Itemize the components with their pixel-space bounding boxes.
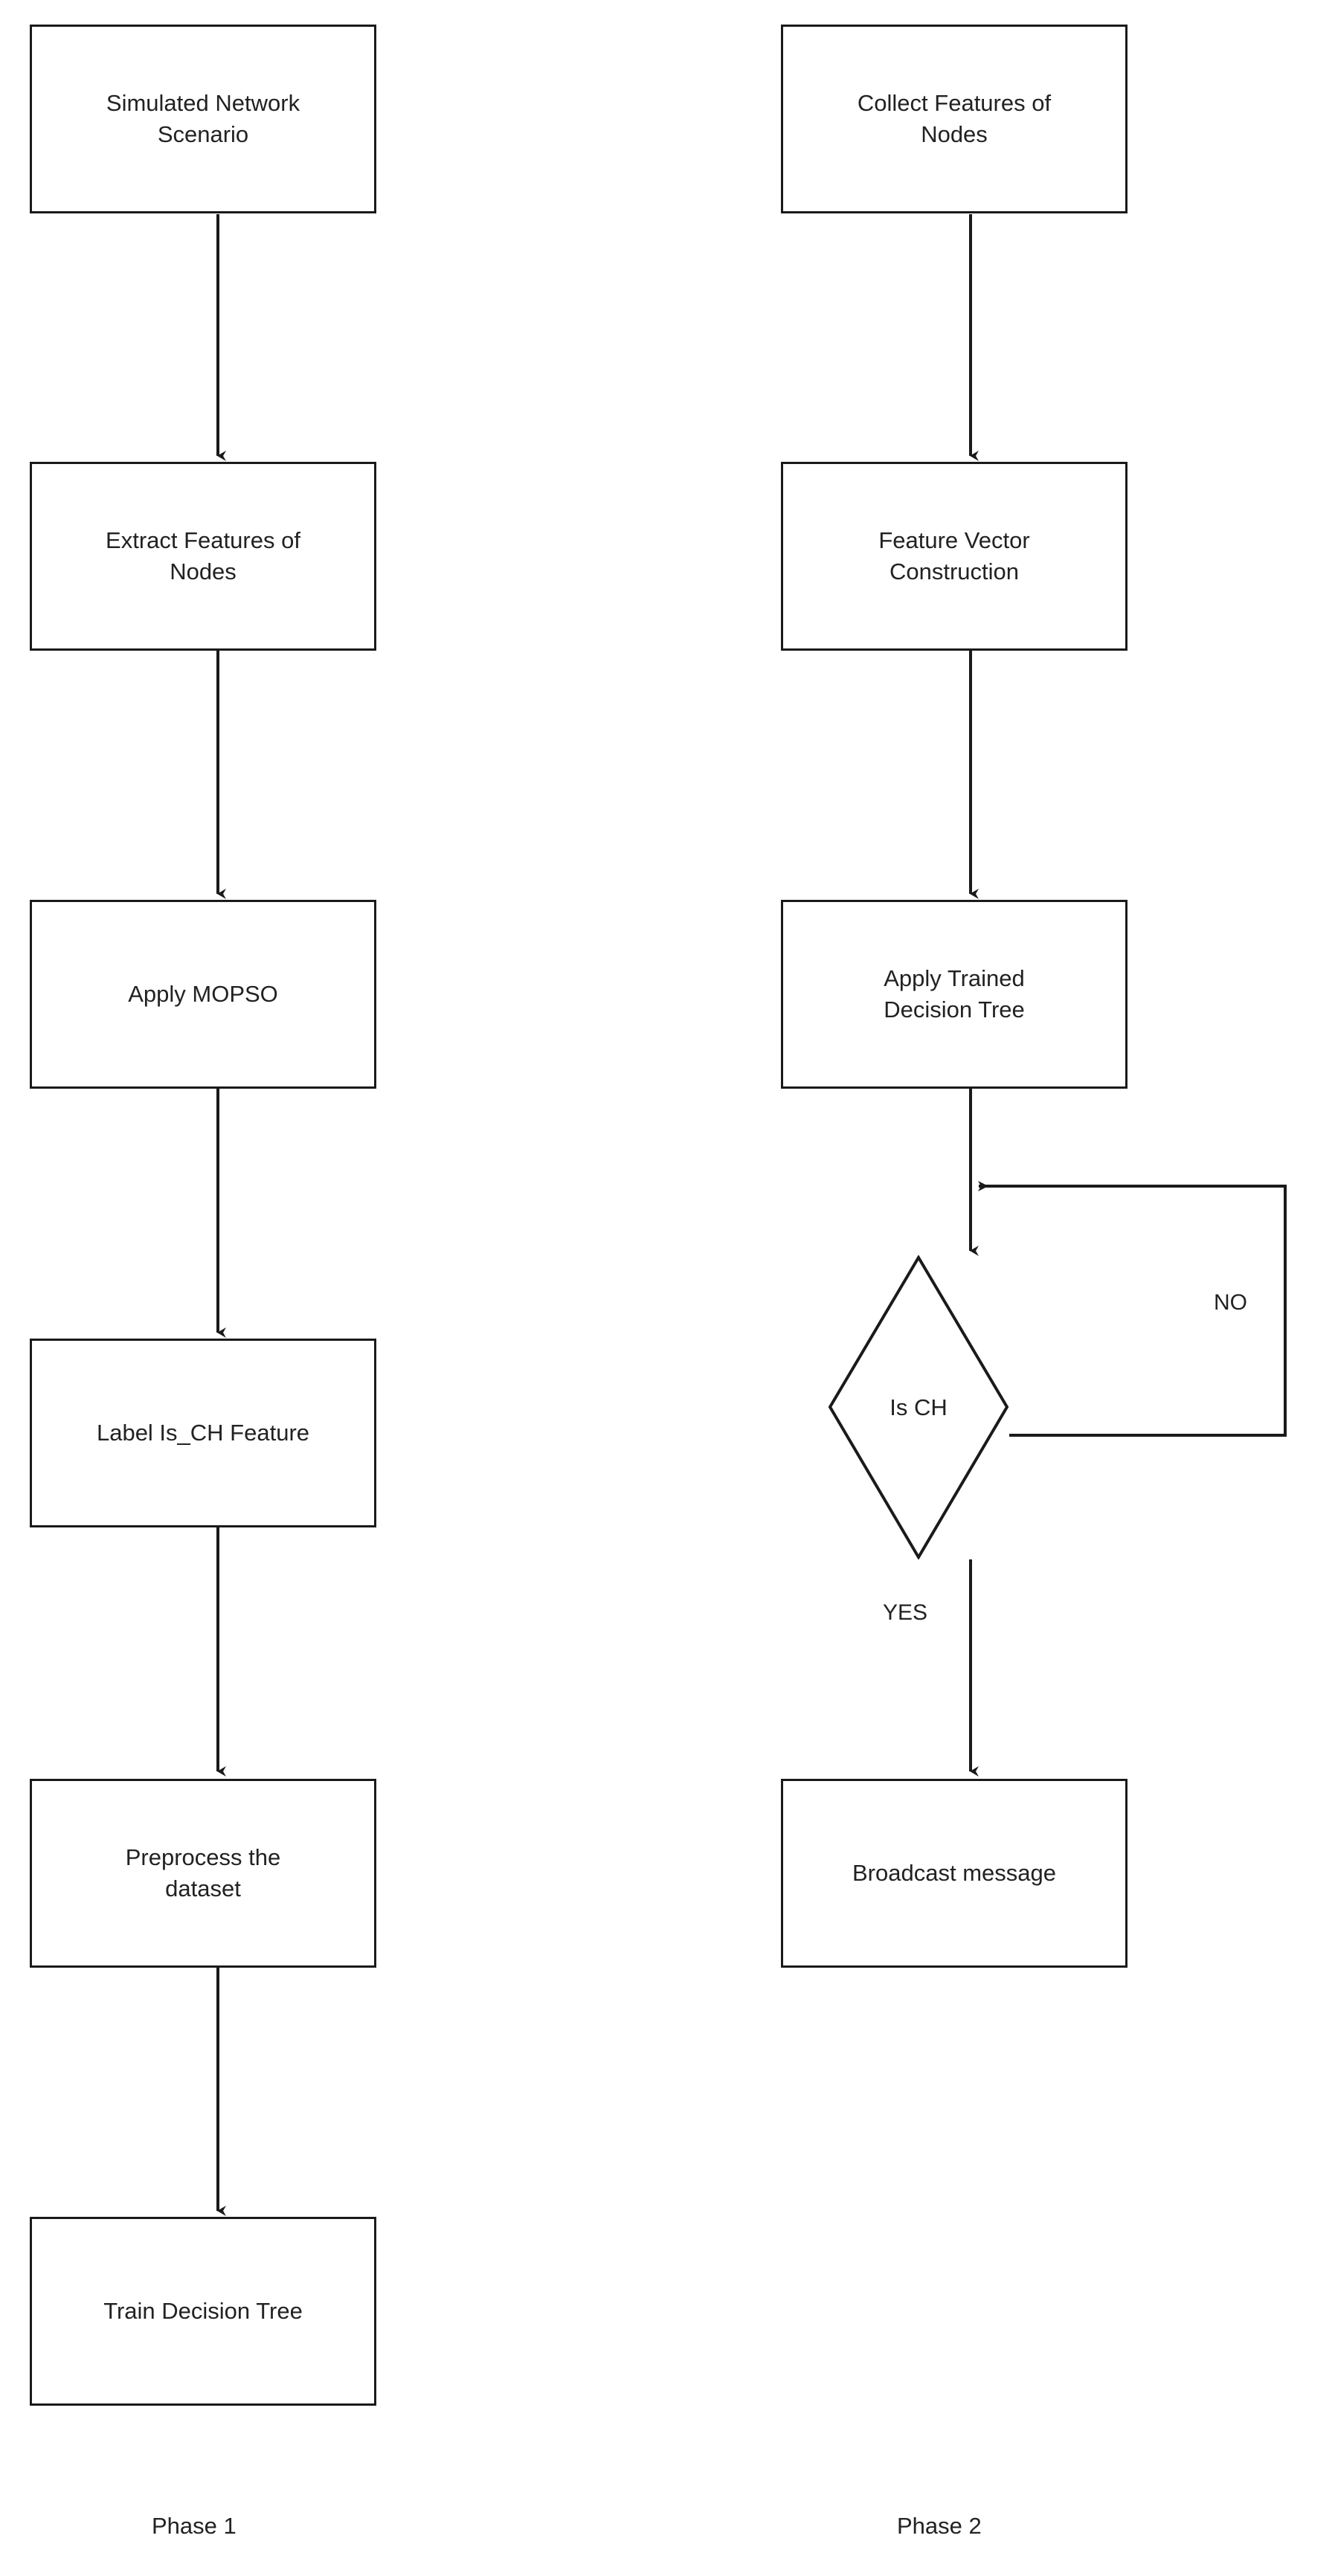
node-simulated-network-scenario[interactable]: Simulated Network Scenario — [30, 25, 376, 213]
phase-1-caption: Phase 1 — [152, 2513, 237, 2539]
node-apply-trained-decision-tree[interactable]: Apply Trained Decision Tree — [781, 900, 1127, 1089]
node-extract-features-of-nodes[interactable]: Extract Features of Nodes — [30, 462, 376, 651]
node-label-is-ch-feature[interactable]: Label Is_CH Feature — [30, 1339, 376, 1527]
diamond-shape — [828, 1255, 1009, 1560]
decision-is-ch-label: Is CH — [890, 1394, 948, 1420]
decision-is-ch[interactable]: Is CH — [828, 1255, 1009, 1560]
edge-label-no: NO — [1210, 1290, 1251, 1316]
node-train-decision-tree[interactable]: Train Decision Tree — [30, 2217, 376, 2406]
node-apply-mopso[interactable]: Apply MOPSO — [30, 900, 376, 1089]
edge-label-yes: YES — [879, 1600, 932, 1626]
node-broadcast-message[interactable]: Broadcast message — [781, 1779, 1127, 1968]
phase-2-caption: Phase 2 — [897, 2513, 982, 2539]
node-feature-vector-construction[interactable]: Feature Vector Construction — [781, 462, 1127, 651]
node-collect-features-of-nodes[interactable]: Collect Features of Nodes — [781, 25, 1127, 213]
node-preprocess-the-dataset[interactable]: Preprocess the dataset — [30, 1779, 376, 1968]
